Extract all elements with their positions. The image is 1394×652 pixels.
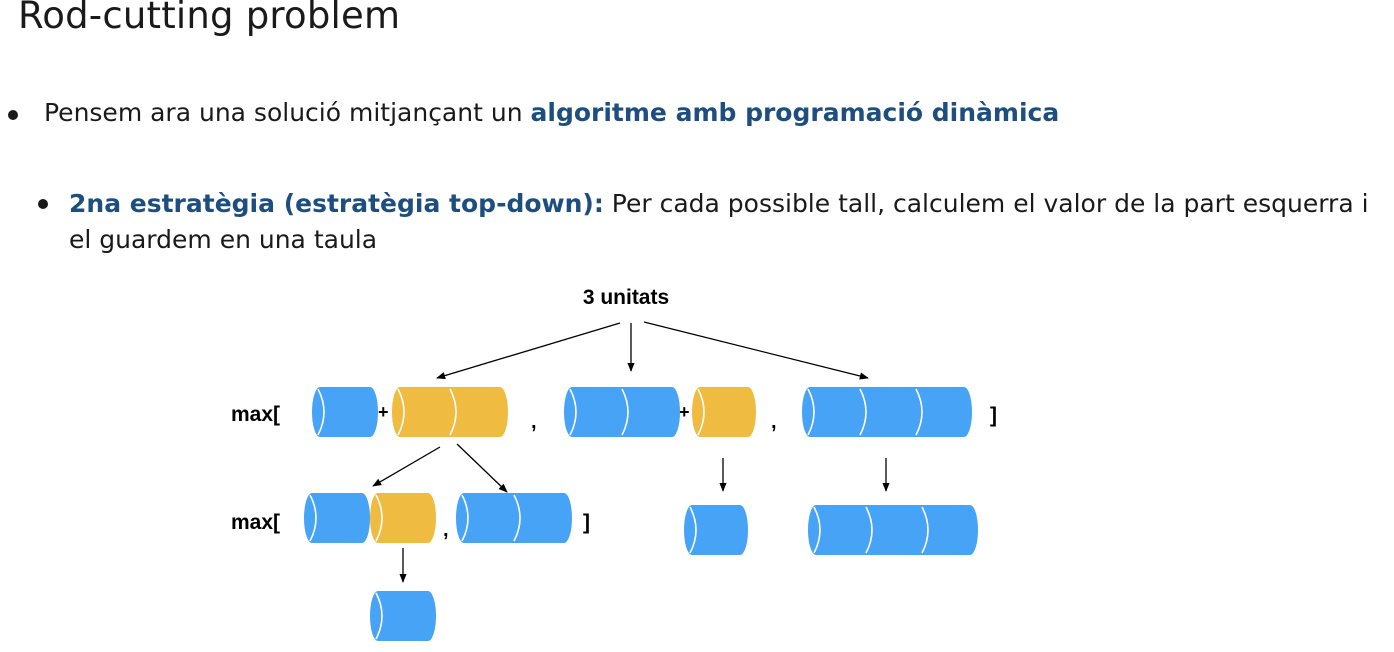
rod-yellow-1 <box>692 387 756 437</box>
rod-end-line <box>569 388 577 436</box>
rod-end-line <box>813 506 821 554</box>
arrow <box>456 443 508 493</box>
close-bracket-1: ] <box>990 404 997 427</box>
bullet-2-highlight: 2na estratègia (estratègia top-down): <box>69 189 604 218</box>
rod-blue-1 <box>304 493 370 543</box>
close-bracket-2: ] <box>583 511 590 534</box>
rod-segment-line <box>621 388 629 436</box>
rod-body <box>370 493 436 543</box>
rod-body <box>370 591 436 641</box>
rod-body <box>808 505 978 555</box>
rod-blue-2 <box>564 387 680 437</box>
rod-segment-line <box>921 506 929 554</box>
rod-segment-line <box>513 494 521 542</box>
bullet-dot <box>8 110 18 120</box>
rod-end-line <box>689 506 697 554</box>
rod-end-line <box>375 592 383 640</box>
rod-body <box>456 493 572 543</box>
rod-end-line <box>375 494 383 542</box>
rod-blue-1 <box>684 505 748 555</box>
rod-segment-line <box>859 388 867 436</box>
rod-segment-line <box>865 506 873 554</box>
rod-blue-3 <box>808 505 978 555</box>
rod-body <box>304 493 370 543</box>
slide-title: Rod-cutting problem <box>18 0 401 37</box>
rod-body <box>312 387 378 437</box>
rod-body <box>392 387 508 437</box>
rod-body <box>802 387 972 437</box>
rod-blue-2 <box>456 493 572 543</box>
rod-end-line <box>807 388 815 436</box>
rod-pieces <box>304 387 978 641</box>
rod-end-line <box>461 494 469 542</box>
rod-blue-1 <box>370 591 436 641</box>
rod-body <box>684 505 748 555</box>
rod-segment-line <box>449 388 457 436</box>
bullet-2-body: Per cada possible tall, calculem el valo… <box>69 189 1369 254</box>
rod-yellow-1 <box>370 493 436 543</box>
max-label-1: max[ <box>231 403 280 426</box>
bullet-1-highlight: algoritme amb programació dinàmica <box>530 98 1060 127</box>
arrow <box>372 446 441 487</box>
rod-segment-line <box>915 388 923 436</box>
max-label-2: max[ <box>231 511 280 534</box>
rod-blue-1 <box>312 387 378 437</box>
bullet-1-prefix: Pensem ara una solució mitjançant un <box>44 98 531 127</box>
bullet-1-text: Pensem ara una solució mitjançant un alg… <box>44 98 1059 127</box>
rod-end-line <box>397 388 405 436</box>
rod-body <box>564 387 680 437</box>
plus-sign-2: + <box>679 402 690 422</box>
comma-1: , <box>531 411 537 433</box>
rod-end-line <box>317 388 325 436</box>
rod-blue-3 <box>802 387 972 437</box>
comma-2: , <box>771 411 777 433</box>
arrow <box>436 322 621 380</box>
rod-end-line <box>697 388 705 436</box>
root-label: 3 unitats <box>583 286 669 309</box>
bullet-2-text: 2na estratègia (estratègia top-down): Pe… <box>69 186 1369 258</box>
rod-body <box>692 387 756 437</box>
rod-end-line <box>309 494 317 542</box>
comma-3: , <box>443 519 449 541</box>
plus-sign-1: + <box>378 402 389 422</box>
rod-yellow-2 <box>392 387 508 437</box>
bullet-dot <box>38 199 48 209</box>
arrow <box>643 321 869 380</box>
